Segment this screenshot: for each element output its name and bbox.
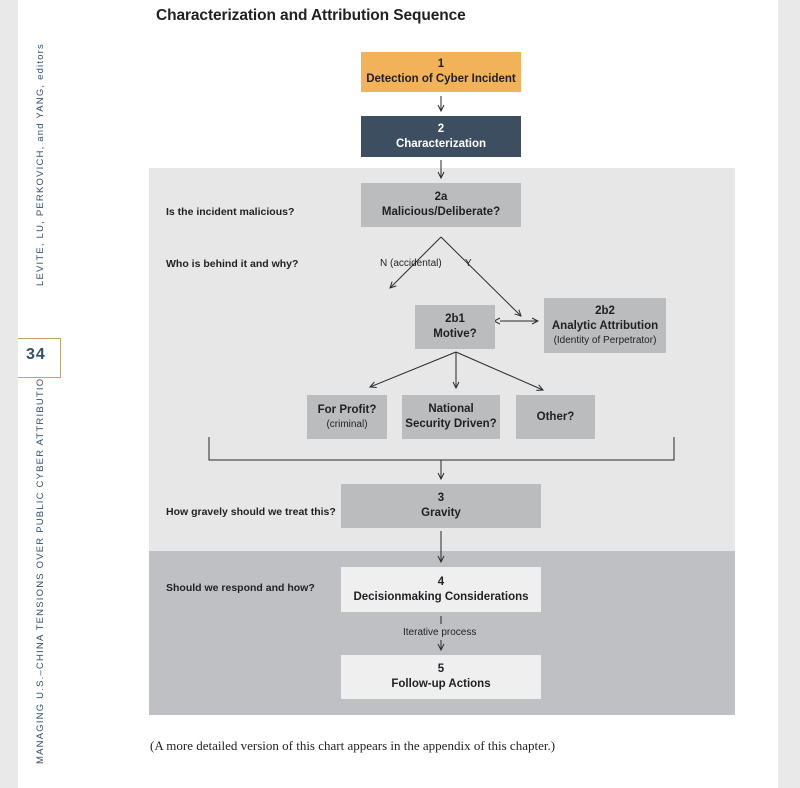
- node-malicious: 2a Malicious/Deliberate?: [361, 183, 521, 227]
- arrow-to-other: [455, 351, 543, 390]
- node-other: Other?: [516, 395, 595, 439]
- arrow-no: [390, 236, 442, 288]
- page-number-box: [18, 338, 61, 378]
- arrow-to-profit: [370, 351, 457, 387]
- node-analytic-attribution: 2b2 Analytic Attribution (Identity of Pe…: [544, 298, 666, 353]
- edge-label-iterative: Iterative process: [403, 627, 477, 638]
- node-decisionmaking: 4 Decisionmaking Considerations: [341, 567, 541, 612]
- edge-label-no: N (accidental): [380, 258, 442, 269]
- question-gravity: How gravely should we treat this?: [166, 506, 336, 518]
- node-gravity: 3 Gravity: [341, 484, 541, 528]
- question-who: Who is behind it and why?: [166, 258, 299, 270]
- figure-title: Characterization and Attribution Sequenc…: [156, 7, 466, 24]
- edge-label-yes: Y: [465, 258, 472, 269]
- arrow-yes: [440, 236, 521, 316]
- figure-caption: (A more detailed version of this chart a…: [150, 738, 556, 753]
- node-characterization: 2 Characterization: [361, 116, 521, 157]
- bracket: [208, 437, 675, 461]
- question-malicious: Is the incident malicious?: [166, 206, 295, 218]
- page-number: 34: [26, 346, 46, 363]
- node-for-profit: For Profit? (criminal): [307, 395, 387, 439]
- node-national-security: National Security Driven?: [402, 395, 500, 439]
- node-detection: 1 Detection of Cyber Incident: [361, 52, 521, 92]
- question-respond: Should we respond and how?: [166, 582, 315, 594]
- node-follow-up: 5 Follow-up Actions: [341, 655, 541, 699]
- node-motive: 2b1 Motive?: [415, 305, 495, 349]
